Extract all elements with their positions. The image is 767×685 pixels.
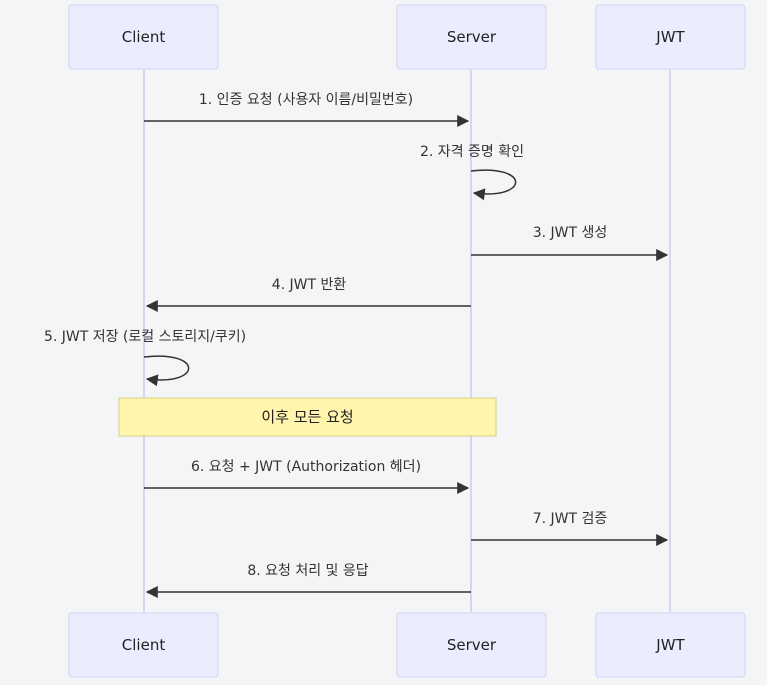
message-label: 2. 자격 증명 확인 (420, 144, 524, 160)
message-3: 3. JWT 생성 (471, 225, 669, 261)
note-box: 이후 모든 요청 (118, 397, 497, 437)
self-loop-arrow (470, 169, 517, 201)
actor-client-top: Client (68, 4, 219, 70)
message-2: 2. 자격 증명 확인 (420, 144, 524, 201)
message-7: 7. JWT 검증 (471, 511, 669, 546)
message-4: 4. JWT 반환 (145, 277, 471, 312)
message-5: 5. JWT 저장 (로컬 스토리지/쿠키) (44, 329, 246, 387)
self-loop-arrow (143, 355, 190, 387)
message-6: 6. 요청 + JWT (Authorization 헤더) (144, 459, 470, 494)
actor-label: Client (122, 28, 166, 46)
actor-client-bottom: Client (68, 612, 219, 678)
actor-label: Server (447, 28, 497, 46)
actor-label: Server (447, 636, 497, 654)
actor-jwt-top: JWT (595, 4, 746, 70)
actor-server-top: Server (396, 4, 547, 70)
message-label: 1. 인증 요청 (사용자 이름/비밀번호) (199, 92, 413, 108)
note-text: 이후 모든 요청 (261, 408, 353, 426)
message-label: 5. JWT 저장 (로컬 스토리지/쿠키) (44, 329, 246, 345)
message-label: 7. JWT 검증 (533, 511, 608, 527)
message-label: 8. 요청 처리 및 응답 (247, 563, 368, 579)
actor-label: JWT (655, 636, 685, 654)
message-1: 1. 인증 요청 (사용자 이름/비밀번호) (144, 92, 470, 127)
message-label: 3. JWT 생성 (533, 225, 608, 241)
actor-label: Client (122, 636, 166, 654)
message-label: 6. 요청 + JWT (Authorization 헤더) (191, 459, 421, 475)
message-label: 4. JWT 반환 (272, 277, 347, 293)
actor-jwt-bottom: JWT (595, 612, 746, 678)
actor-label: JWT (655, 28, 685, 46)
message-8: 8. 요청 처리 및 응답 (145, 563, 471, 598)
actor-server-bottom: Server (396, 612, 547, 678)
